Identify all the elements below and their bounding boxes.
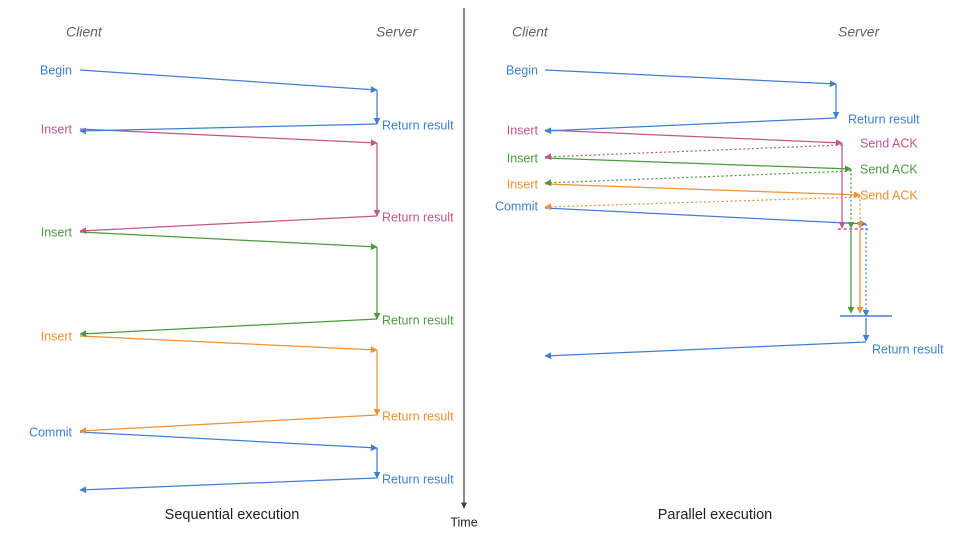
lane-header-client: Client: [66, 24, 103, 40]
sequential-insert2-response: [79, 318, 378, 338]
lane-header-client: Client: [512, 24, 549, 40]
parallel-caption: Parallel execution: [658, 507, 772, 523]
parallel-client-label-4: Commit: [495, 199, 539, 213]
sequential-insert2-request: [79, 231, 378, 251]
parallel-insert2-request: [544, 157, 852, 173]
parallel-client-label-1: Insert: [507, 123, 539, 137]
sequential-client-label-0: Begin: [40, 63, 72, 77]
parallel-insert1-request: [544, 129, 843, 147]
sequential-begin-request: [79, 69, 378, 94]
sequential-insert3-request: [79, 335, 378, 354]
lane-header-server: Server: [376, 24, 419, 40]
sequential-commit-response: [79, 477, 378, 494]
sequential-commit-request: [79, 431, 378, 452]
lane-header-server: Server: [838, 24, 881, 40]
parallel-insert3-request: [544, 183, 861, 199]
parallel-server-label-3: Send ACK: [860, 188, 918, 202]
parallel-client-label-3: Insert: [507, 177, 539, 191]
sequential-insert1-request: [79, 128, 378, 147]
parallel-ack3-dotted: [544, 196, 861, 211]
sequential-insert1-response: [79, 215, 378, 235]
sequential-insert3-response: [79, 414, 378, 435]
sequential-client-label-4: Commit: [29, 425, 73, 439]
sequential-server-label-3: Return result: [382, 409, 454, 423]
parallel-server-label-4: Return result: [872, 342, 944, 356]
parallel-ack2-dotted: [544, 170, 852, 187]
parallel-server-label-1: Send ACK: [860, 136, 918, 150]
sequential-client-label-1: Insert: [41, 122, 73, 136]
parallel-begin-request: [544, 69, 837, 88]
sequential-server-label-0: Return result: [382, 118, 454, 132]
parallel-server-label-0: Return result: [848, 112, 920, 126]
parallel-commit-response: [544, 341, 867, 360]
parallel-commit-request: [544, 207, 867, 228]
parallel-client-label-0: Begin: [506, 63, 538, 77]
sequential-client-label-2: Insert: [41, 225, 73, 239]
parallel-begin-response: [544, 117, 837, 135]
time-axis-label: Time: [450, 515, 477, 529]
sequential-client-label-3: Insert: [41, 329, 73, 343]
parallel-server-label-2: Send ACK: [860, 162, 918, 176]
sequential-caption: Sequential execution: [165, 507, 300, 523]
sequential-server-label-2: Return result: [382, 313, 454, 327]
sequential-server-label-4: Return result: [382, 472, 454, 486]
parallel-ack1-dotted: [544, 144, 843, 161]
sequential-server-label-1: Return result: [382, 210, 454, 224]
sequential-begin-response: [79, 123, 378, 135]
parallel-client-label-2: Insert: [507, 151, 539, 165]
